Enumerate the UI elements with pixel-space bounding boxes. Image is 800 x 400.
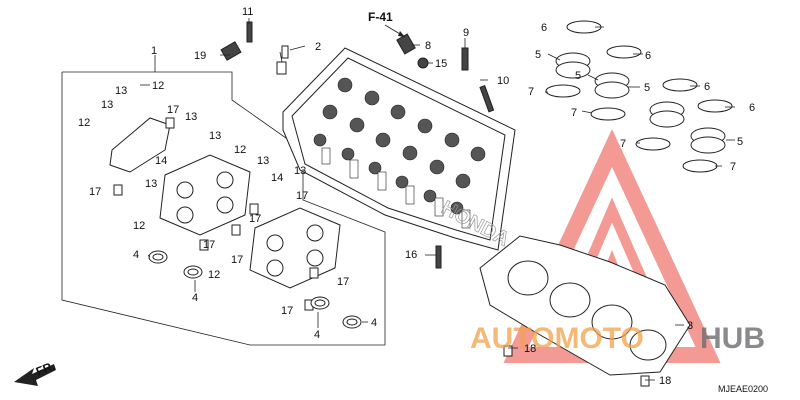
watermark-brand-a: AUTOMOTO (470, 322, 644, 355)
callout-17: 17 (337, 276, 349, 288)
callout-13: 13 (294, 165, 306, 177)
callout-17: 17 (296, 190, 308, 202)
callout-11: 11 (242, 6, 253, 18)
callout-6: 6 (645, 50, 651, 62)
callout-12: 12 (234, 144, 246, 156)
callout-17: 17 (89, 186, 101, 198)
callout-13: 13 (115, 85, 127, 97)
callout-19: 19 (194, 50, 206, 62)
cam-chain-tensioner-holder (109, 117, 171, 173)
callout-4: 4 (371, 317, 377, 329)
callout-8: 8 (425, 40, 431, 52)
watermark-brand-b: HUB (700, 322, 765, 355)
callout-3: 3 (687, 320, 693, 332)
callout-17: 17 (203, 239, 215, 251)
callout-17: 17 (231, 254, 243, 266)
assembly-group-border (61, 71, 386, 346)
callout-7: 7 (730, 161, 736, 173)
callout-17: 17 (249, 213, 261, 225)
front-direction-arrow: FR. (14, 359, 57, 386)
callout-4: 4 (314, 329, 320, 341)
callout-7: 7 (528, 86, 534, 98)
callout-7: 7 (571, 107, 577, 119)
diagram-code: MJEAE0200 (718, 384, 768, 394)
callout-13: 13 (101, 99, 113, 111)
callout-5: 5 (575, 70, 581, 82)
callout-5: 5 (535, 49, 541, 61)
camshaft-holder-left (159, 154, 251, 236)
callout-4: 4 (133, 249, 139, 261)
intake-insulators (555, 52, 726, 154)
callout-12: 12 (133, 220, 145, 232)
head-gasket (479, 235, 691, 376)
callout-14: 14 (155, 155, 167, 167)
callout-18: 18 (659, 375, 671, 387)
frame-reference: F-41 (368, 10, 393, 24)
callout-16: 16 (405, 249, 417, 261)
callout-13: 13 (257, 155, 269, 167)
direction-label: FR. (34, 359, 57, 379)
camshaft-holder-right (249, 207, 341, 289)
callout-7: 7 (620, 138, 626, 150)
callout-12: 12 (208, 269, 220, 281)
callout-17: 17 (167, 104, 179, 116)
bolts-and-dowels (113, 21, 650, 387)
callout-5: 5 (737, 136, 743, 148)
cylinder-head: HONDA (282, 47, 516, 251)
callout-12: 12 (152, 80, 164, 92)
callout-10: 10 (497, 75, 509, 87)
callout-numbers: 1 2 3 4 4 4 4 5 5 5 5 6 6 6 6 7 7 7 7 8 … (78, 6, 755, 387)
leader-lines (140, 18, 735, 381)
callout-18: 18 (524, 343, 536, 355)
callout-6: 6 (704, 81, 710, 93)
callout-9: 9 (463, 27, 469, 39)
callout-14: 14 (271, 172, 283, 184)
callout-2: 2 (315, 41, 321, 53)
callout-13: 13 (185, 111, 197, 123)
callout-1: 1 (151, 45, 157, 57)
insulator-clamps (545, 20, 733, 173)
callout-13: 13 (209, 130, 221, 142)
callout-13: 13 (145, 178, 157, 190)
callout-6: 6 (541, 22, 547, 34)
callout-6: 6 (749, 102, 755, 114)
o-rings (148, 250, 362, 329)
callout-15: 15 (435, 58, 447, 70)
callout-17: 17 (281, 305, 293, 317)
callout-4: 4 (192, 292, 198, 304)
callout-5: 5 (644, 82, 650, 94)
callout-12: 12 (78, 117, 90, 129)
